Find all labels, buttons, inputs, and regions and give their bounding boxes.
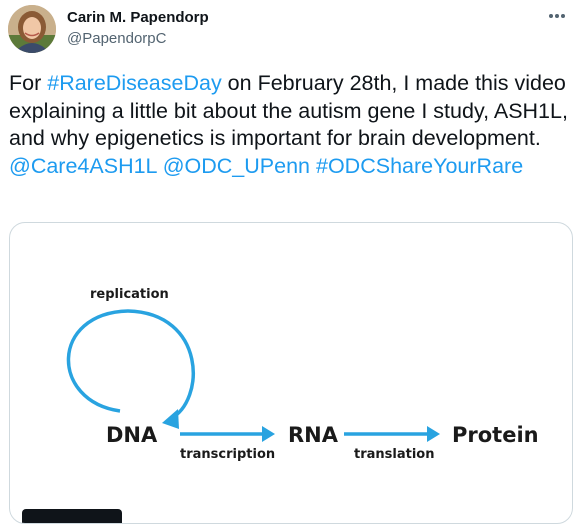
transcription-label: transcription <box>180 447 276 462</box>
hashtag-odcshareyourrare[interactable]: #ODCShareYourRare <box>316 153 524 178</box>
author-name[interactable]: Carin M. Papendorp <box>67 9 209 26</box>
tweet-text-segment: For <box>9 71 48 95</box>
replication-arrow <box>66 309 195 421</box>
rna-label: RNA <box>288 423 338 447</box>
hashtag-rarediseaseday[interactable]: #RareDiseaseDay <box>47 71 222 95</box>
tweet-text: For #RareDiseaseDay on February 28th, I … <box>9 70 574 180</box>
protein-label: Protein <box>452 423 539 447</box>
central-dogma-diagram <box>66 309 440 442</box>
avatar[interactable] <box>8 5 56 53</box>
video-media[interactable]: replication DNA RNA Protein transcriptio… <box>9 222 573 524</box>
mention-odc-upenn[interactable]: @ODC_UPenn <box>162 153 311 178</box>
tweet-text-segment: on February 28th, I made this video expl… <box>9 71 568 150</box>
author-handle[interactable]: @PapendorpC <box>67 30 167 47</box>
more-options-button[interactable] <box>544 6 570 26</box>
replication-label: replication <box>90 287 169 302</box>
video-controls-bar[interactable] <box>22 509 122 523</box>
avatar-image <box>8 5 56 53</box>
translation-label: translation <box>354 447 435 462</box>
more-icon <box>549 14 565 18</box>
dna-label: DNA <box>106 423 158 447</box>
mention-care4ash1l[interactable]: @Care4ASH1L <box>9 153 157 178</box>
